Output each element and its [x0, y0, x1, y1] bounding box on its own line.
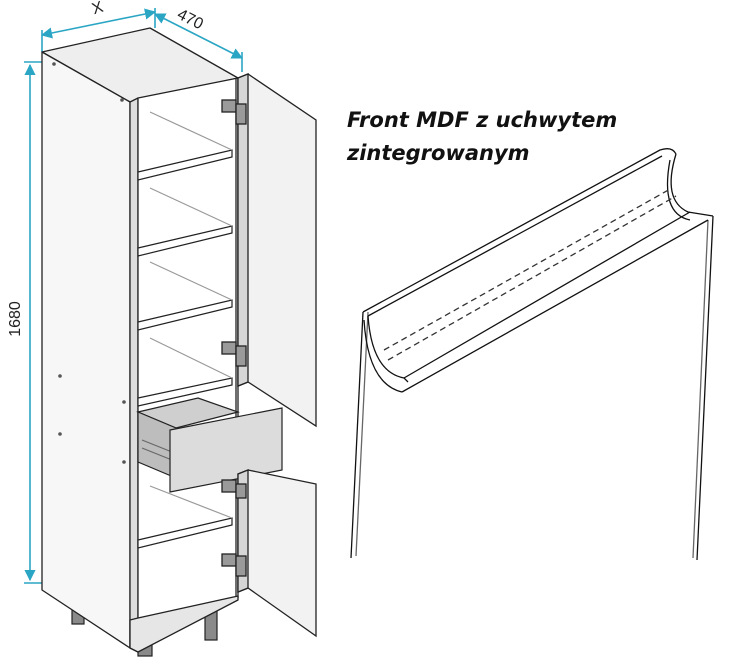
handle-dashed-line — [383, 187, 673, 351]
handle-groove-left — [367, 315, 409, 383]
shelf-2 — [137, 225, 233, 257]
hinge-icon — [221, 99, 247, 367]
upper-door — [221, 73, 317, 428]
caption-line-2: zintegrowanym — [347, 141, 530, 165]
front-right-edge — [696, 215, 714, 561]
cabinet-side-panel — [41, 51, 131, 649]
front-left-edge — [350, 311, 364, 559]
hinge-icon — [221, 479, 247, 577]
height-dimension-label: 1680 — [7, 301, 24, 337]
depth-dimension-line — [154, 13, 243, 59]
width-dimension-line — [40, 8, 157, 39]
upper-door-panel — [237, 73, 317, 428]
shelf-4 — [137, 377, 233, 407]
cabinet-bottom — [129, 595, 239, 653]
dimension-lines — [24, 8, 243, 584]
cabinet-body — [41, 27, 239, 653]
caption-line-1: Front MDF z uchwytem — [347, 108, 618, 132]
handle-groove-right — [670, 153, 714, 217]
front-caption: Front MDF z uchwytem zintegrowanym — [347, 104, 687, 170]
shelf-1 — [137, 149, 233, 181]
shelf-5 — [137, 517, 233, 549]
cabinet-shelves — [137, 111, 233, 549]
handle-top-lip — [362, 148, 677, 313]
mdf-front-detail — [350, 148, 714, 561]
mounting-holes — [52, 62, 126, 464]
cabinet-front-edge — [129, 97, 139, 653]
lower-door-panel — [237, 469, 317, 638]
handle-groove-bottom — [403, 211, 691, 379]
lower-door — [221, 469, 317, 638]
shelf-3 — [137, 299, 233, 331]
